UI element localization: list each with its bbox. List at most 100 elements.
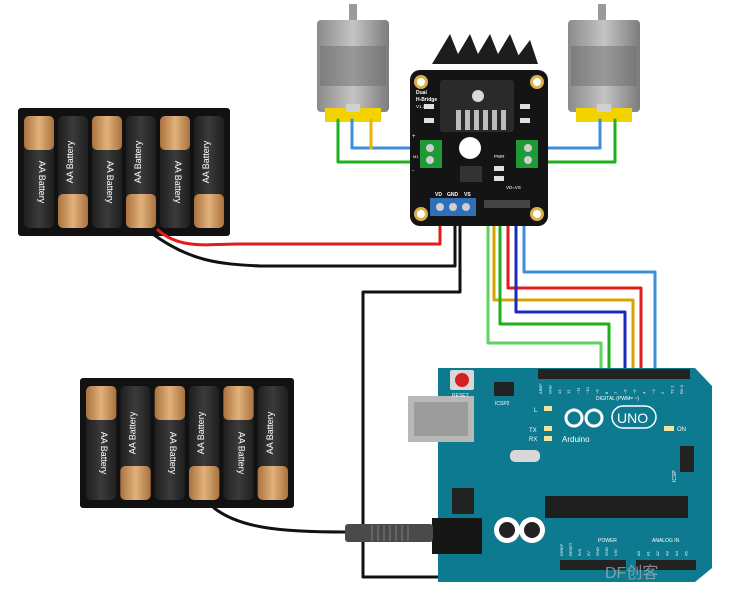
digital-pin-label: AREF bbox=[538, 383, 543, 394]
battery-cell: AA Battery bbox=[257, 386, 288, 500]
driver-pin-gnd: GND bbox=[447, 192, 459, 198]
battery-cell-label: AA Battery bbox=[105, 161, 115, 204]
analog-pin-label: A5 bbox=[684, 550, 689, 556]
battery-cell: AA Battery bbox=[160, 116, 190, 228]
battery-cell-label: AA Battery bbox=[196, 411, 206, 454]
battery-cell-label: AA Battery bbox=[37, 161, 47, 204]
analog-pin-label: A3 bbox=[665, 550, 670, 556]
led-rx-label: RX bbox=[529, 437, 537, 443]
battery-cell: AA Battery bbox=[223, 386, 254, 500]
icsp2-label: ICSP2 bbox=[495, 401, 510, 407]
digital-pin-label: 7 bbox=[613, 391, 618, 394]
battery-cell: AA Battery bbox=[189, 386, 220, 500]
wire-signal-blue bbox=[522, 206, 657, 380]
arduino-logo bbox=[564, 408, 604, 428]
battery-cell: AA Battery bbox=[126, 116, 156, 228]
digital-pin-label: 13 bbox=[557, 389, 562, 394]
led-tx-label: TX bbox=[529, 428, 537, 434]
driver-mark-minus: - bbox=[412, 168, 414, 174]
driver-name-line2: H-Bridge bbox=[416, 97, 437, 103]
battery-cell: AA Battery bbox=[92, 116, 122, 228]
analog-pin-label: A0 bbox=[636, 550, 641, 556]
analog-pin-label: A4 bbox=[674, 550, 679, 556]
uno-badge bbox=[611, 405, 657, 429]
power-header bbox=[560, 560, 626, 570]
battery-cell-label: AA Battery bbox=[168, 432, 178, 475]
battery-cell-label: AA Battery bbox=[99, 432, 109, 475]
wire-signal-green bbox=[498, 206, 611, 380]
icsp-label: ICSP bbox=[672, 470, 678, 482]
power-label: POWER bbox=[598, 538, 617, 544]
arduino-uno-board: UNO Arduino RESET ICSP2 L TX RX ON DIGIT… bbox=[345, 368, 712, 582]
battery-cell-label: AA Battery bbox=[237, 432, 247, 475]
wire-motor-right-blue bbox=[536, 118, 602, 150]
wire-motor-right-green bbox=[536, 118, 617, 164]
digital-pin-label: ~6 bbox=[623, 389, 628, 394]
led-l-label: L bbox=[534, 408, 538, 414]
analog-header bbox=[636, 560, 696, 570]
digital-pin-label: ~11 bbox=[576, 387, 581, 394]
digital-pin-label: GND bbox=[547, 385, 552, 394]
on-label: ON bbox=[677, 427, 686, 433]
driver-pwr-label: PWR bbox=[494, 154, 505, 159]
digital-pin-label: ~9 bbox=[594, 389, 599, 394]
battery-cell: AA Battery bbox=[58, 116, 88, 228]
barrel-plug bbox=[345, 524, 433, 542]
power-pin-label: IOREF bbox=[559, 543, 564, 556]
analog-pin-label: A1 bbox=[646, 550, 651, 556]
driver-mark-m1: M1 bbox=[413, 154, 419, 159]
digital-label: DIGITAL (PWM= ~) bbox=[596, 396, 639, 402]
analog-pin-label: A2 bbox=[655, 550, 660, 556]
digital-pin-label: ~10 bbox=[585, 386, 590, 394]
battery-cell-label: AA Battery bbox=[65, 140, 75, 183]
digital-pin-label: 8 bbox=[604, 391, 609, 394]
battery-cell: AA Battery bbox=[86, 386, 117, 500]
watermark: DF创客 bbox=[605, 564, 658, 582]
heatsink bbox=[432, 34, 538, 64]
driver-mark-plus: + bbox=[412, 134, 416, 140]
digital-pin-label: 4 bbox=[641, 391, 646, 394]
driver-terminal-m1 bbox=[420, 140, 442, 168]
motor-driver-board: Dual H-Bridge V1.3 PWR VD=VS + M1 - VD G… bbox=[410, 34, 548, 226]
wire-battery1-red bbox=[156, 210, 442, 247]
wire-signal-navy bbox=[514, 206, 627, 380]
digital-header bbox=[538, 369, 690, 379]
power-pin-label: 3V3 bbox=[577, 548, 582, 556]
wire-signal-lightgreen bbox=[486, 206, 603, 380]
digital-pin-label: ~3 bbox=[651, 389, 656, 394]
wire-signal-red bbox=[506, 206, 643, 380]
barrel-jack bbox=[432, 518, 482, 554]
power-pin-label: RESET bbox=[568, 542, 573, 556]
wire-battery2-barrel bbox=[212, 506, 347, 534]
arduino-brand: Arduino bbox=[562, 435, 590, 444]
battery-cell-label: AA Battery bbox=[133, 140, 143, 183]
analog-label: ANALOG IN bbox=[652, 538, 680, 544]
battery-cell-label: AA Battery bbox=[201, 140, 211, 183]
icsp-header bbox=[680, 446, 694, 472]
driver-pin-vd: VD bbox=[435, 192, 442, 198]
driver-version: V1.3 bbox=[416, 104, 426, 109]
digital-pin-label: 12 bbox=[566, 389, 571, 394]
driver-terminal-m2 bbox=[516, 140, 538, 168]
driver-signal-header bbox=[484, 200, 530, 208]
battery-cell: AA Battery bbox=[120, 386, 151, 500]
wire-motor-left-green bbox=[336, 118, 422, 164]
digital-pin-label: ~5 bbox=[632, 389, 637, 394]
digital-pin-label: RX 0 bbox=[679, 384, 684, 394]
battery-cell: AA Battery bbox=[154, 386, 185, 500]
uno-label: UNO bbox=[617, 410, 648, 426]
battery-cell-label: AA Battery bbox=[128, 411, 138, 454]
battery-cell: AA Battery bbox=[194, 116, 224, 228]
digital-pin-label: TX 1 bbox=[670, 385, 675, 394]
battery-cell-label: AA Battery bbox=[173, 161, 183, 204]
power-pin-label: GND bbox=[604, 547, 609, 556]
wire-motor-left-blue bbox=[350, 118, 422, 150]
motor-left bbox=[317, 4, 389, 122]
battery-pack-bottom: AA Battery AA Battery AA Battery AA Battery… bbox=[80, 378, 294, 508]
digital-pin-label: 2 bbox=[660, 391, 665, 394]
power-pin-label: VIN bbox=[613, 549, 618, 556]
driver-pin-vs: VS bbox=[464, 192, 471, 198]
wire-battery1-black bbox=[148, 210, 457, 268]
power-pin-label: GND bbox=[595, 547, 600, 556]
